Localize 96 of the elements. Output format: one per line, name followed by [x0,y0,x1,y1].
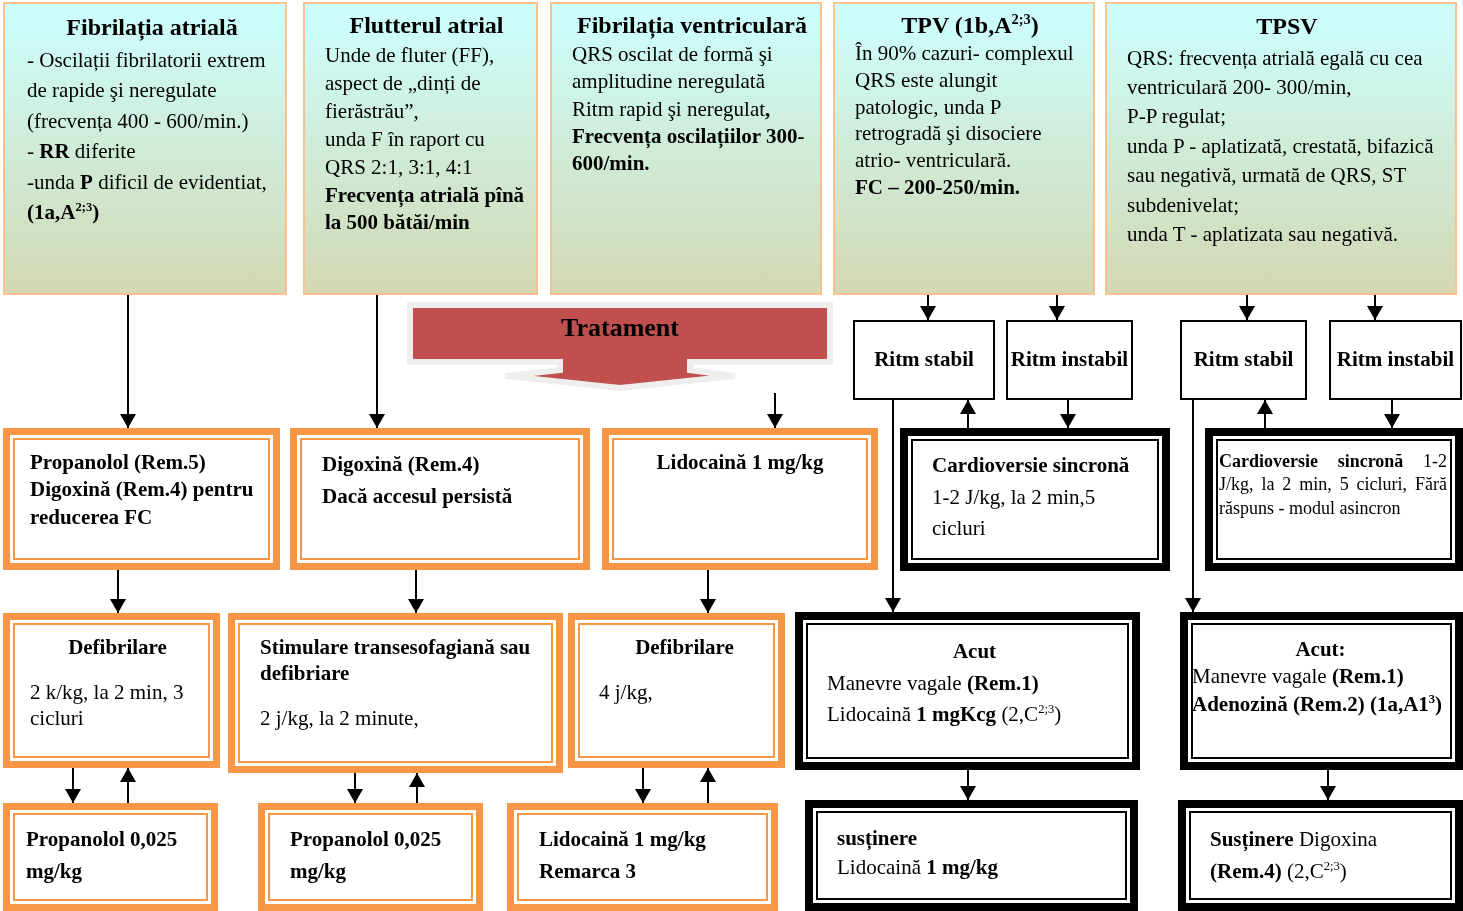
box-heading: Digoxină (Rem.4) [322,451,481,478]
box-text: Cardioversie sincronă 1-2 J/kg, la 2 min, 5 cicluri, Fără răspuns - modul asincron [1219,450,1447,520]
box-heading: susținere [837,825,919,852]
treatment-box [1178,800,1463,911]
box-text: Propanolol 0,025 mg/kg [290,826,443,885]
arrow [1384,399,1400,429]
box-heading: Stimulare transesofagiană sau defibriare [260,634,532,687]
treatment-box [228,613,563,773]
arrow [1257,399,1273,429]
box-text: Ritm instabil [1336,346,1455,374]
treatment-box [1205,428,1463,571]
arrow [369,294,385,429]
treatment-box [3,428,280,570]
treatment-box [3,613,220,768]
box-text: Lidocaină 1 mg/kg [837,854,999,882]
box-text: Lidocaină 1 mg/kg [655,449,825,476]
box-text: QRS: frecvența atrială egală cu cea ventriculară 200- 300/min, [1127,44,1424,101]
box-text: unda P - aplatizată, crestată, bifazică sau negativă, urmată de QRS, ST subdenivelat; [1127,132,1435,219]
box-heading: Fibrilația ventriculară [576,11,808,41]
box-text: Ritm instabil [1010,346,1129,374]
rhythm-box [1180,320,1307,400]
box-text: Ritm stabil [874,346,974,374]
box-heading: Acut [951,638,998,665]
box-text: Cardioversie sincronă 1-2 J/kg, la 2 min,5 cicluri [932,452,1131,542]
arrow [347,772,363,804]
rhythm-box [853,320,995,400]
box-text: 2 k/kg, la 2 min, 3 cicluri [30,679,185,732]
arrow [409,772,425,804]
arrow [700,767,716,804]
diagnosis-card [550,2,822,295]
rhythm-box [1329,320,1462,400]
treatment-box [290,428,590,570]
box-text: Adenozină (Rem.2) (1a,A1$^{3}$) [1192,690,1444,718]
treatment-box [3,803,218,911]
arrow [1320,769,1336,801]
box-heading: TPV (1b,A$^{2;3}$) [900,10,1040,40]
treatment-box [602,428,878,570]
box-text: unda F în raport cu QRS 2:1, 3:1, 4:1 [325,125,486,181]
arrow [635,767,651,804]
box-text: Lidocaină 1 mgKcg (2,C$^{2;3}$) [827,701,1063,728]
diagnosis-card [1105,2,1457,295]
box-text: Propanolol 0,025 mg/kg [26,826,179,885]
box-heading: Defibrilare [67,634,168,661]
rhythm-box [1006,320,1133,400]
diagnosis-card [833,2,1095,295]
arrow [885,399,901,613]
box-heading: Flutterul atrial [348,11,505,40]
box-text: Susținere Digoxina (Rem.4) (2,C$^{2;3}$) [1210,826,1379,885]
treatment-box [795,612,1140,770]
treatment-box [900,428,1170,571]
box-text: În 90% cazuri- complexul QRS este alungit patologic, unda P retrogradă şi disociere atrio- ventriculară. [855,40,1075,174]
box-text: - Oscilații fibrilatorii extrem de rapide şi neregulate (frecvența 400 - 600/min.) [27,46,267,135]
box-heading: Fibrilația atrială [65,13,239,43]
box-text: Manevre vagale (Rem.1) [1192,663,1405,691]
treatment-box [1180,612,1463,770]
box-text: unda T - aplatizata sau negativă. [1127,220,1399,248]
box-text: Ritm stabil [1193,346,1294,374]
arrow [120,294,136,429]
box-text: FC – 200-250/min. [855,173,1022,201]
arrow [65,767,81,804]
box-text: Tratament [561,312,679,344]
arrow [408,569,424,614]
arrow [920,294,936,321]
box-text: QRS oscilat de formă şi amplitudine neregulată [572,41,774,96]
arrow [960,769,976,801]
box-text: Propanolol (Rem.5) Digoxină (Rem.4) pentru reducerea FC [30,449,255,531]
arrow [1185,399,1201,613]
box-text: Lidocaină 1 mg/kg Remarca 3 [539,826,707,885]
treatment-box [507,803,778,911]
box-text: 2 j/kg, la 2 minute, [260,705,420,732]
box-heading: TPSV [1255,12,1319,41]
arrow [120,767,136,804]
arrow [1367,294,1383,321]
treatment-box [568,613,785,768]
box-text: Frecvența oscilațiilor 300-600/min. [572,123,806,178]
arrow [767,392,783,429]
box-text: Frecvența atrială pînă la 500 bătăi/min [325,181,526,237]
box-text: P-P regulat; [1127,103,1227,131]
treatment-box [258,803,483,911]
arrow [110,569,126,614]
treatment-box [805,800,1138,911]
box-heading: Defibrilare [634,634,735,661]
box-text: Ritm rapid şi neregulat, [572,95,772,123]
diagnosis-card [3,2,287,295]
arrow [700,569,716,614]
box-text: Manevre vagale (Rem.1) [827,669,1040,697]
arrow [1239,294,1255,321]
arrow [1049,294,1065,321]
box-text: - RR diferite [27,138,137,166]
arrow [1060,399,1076,429]
diagnosis-card [303,2,538,295]
box-text: -unda P dificil de evidentiat, (1a,A$^{2;3}$) [27,168,268,226]
box-text: 4 j/kg, [599,679,654,706]
arrow [960,399,976,429]
box-heading: Acut: [1294,636,1347,663]
box-text: Dacă accesul persistă [322,482,514,510]
